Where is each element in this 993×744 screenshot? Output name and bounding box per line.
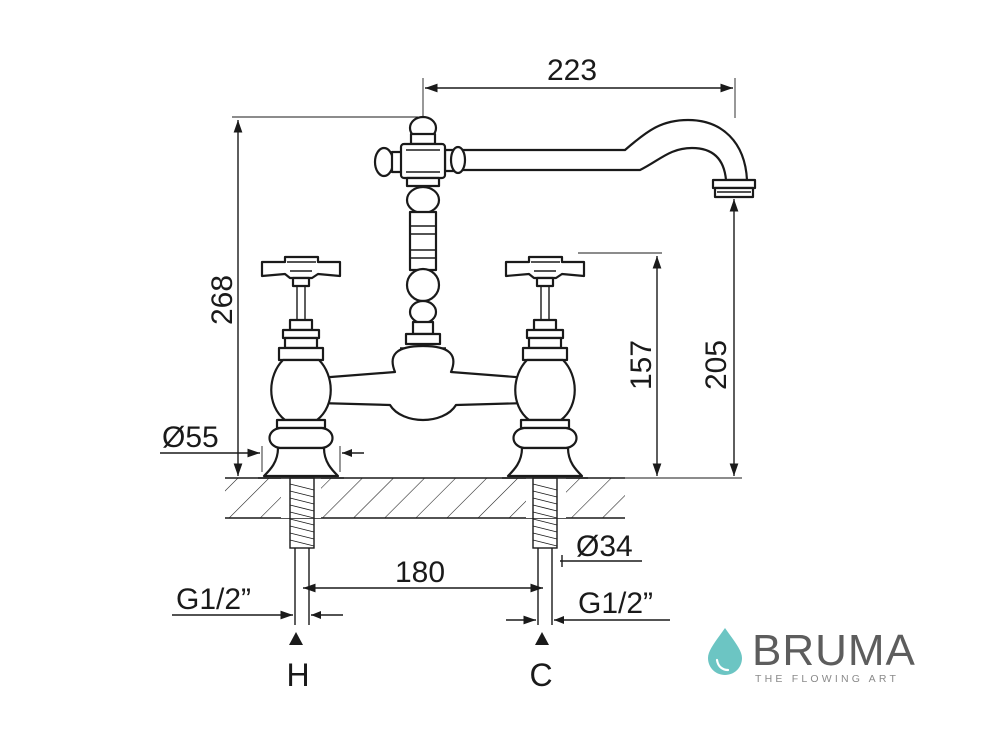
cold-valve-assembly xyxy=(502,255,588,479)
dimension-spout-reach: 223 xyxy=(422,54,736,118)
label-total-height: 268 xyxy=(206,275,239,325)
water-drop-icon xyxy=(708,628,742,675)
dimension-pipe-diameter: Ø34 xyxy=(560,530,642,567)
bruma-logo: BRUMA THE FLOWING ART xyxy=(708,626,916,685)
label-spout-reach: 223 xyxy=(547,54,597,87)
swan-neck-spout xyxy=(460,118,757,199)
dimension-left-thread: G1/2” xyxy=(172,583,343,620)
dimension-center-distance: 180 xyxy=(303,556,543,593)
dimension-handle-height: 157 xyxy=(578,252,662,476)
label-handle-height: 157 xyxy=(625,340,658,390)
dimension-base-diameter: Ø55 xyxy=(160,421,364,472)
hot-supply-pipe xyxy=(289,477,315,625)
dimension-right-thread: G1/2” xyxy=(506,587,670,625)
countertop-section xyxy=(225,477,625,519)
cold-inlet-marker: C xyxy=(529,632,553,693)
label-right-thread: G1/2” xyxy=(578,587,653,620)
label-cold: C xyxy=(529,657,552,693)
up-arrow-icon xyxy=(289,632,303,645)
brand-name: BRUMA xyxy=(752,626,916,675)
hot-inlet-marker: H xyxy=(286,632,310,693)
central-column xyxy=(373,115,467,349)
hot-valve-assembly xyxy=(258,255,344,479)
label-base-diameter: Ø55 xyxy=(162,421,219,454)
label-hot: H xyxy=(286,657,309,693)
up-arrow-icon xyxy=(535,632,549,645)
label-left-thread: G1/2” xyxy=(176,583,251,616)
label-center-distance: 180 xyxy=(395,556,445,589)
brand-tagline: THE FLOWING ART xyxy=(755,673,899,685)
label-pipe-diameter: Ø34 xyxy=(576,530,633,563)
bridge-body xyxy=(316,344,530,422)
dimension-spout-height: 205 xyxy=(700,199,739,476)
label-spout-height: 205 xyxy=(700,340,733,390)
dimension-total-height: 268 xyxy=(206,116,418,476)
